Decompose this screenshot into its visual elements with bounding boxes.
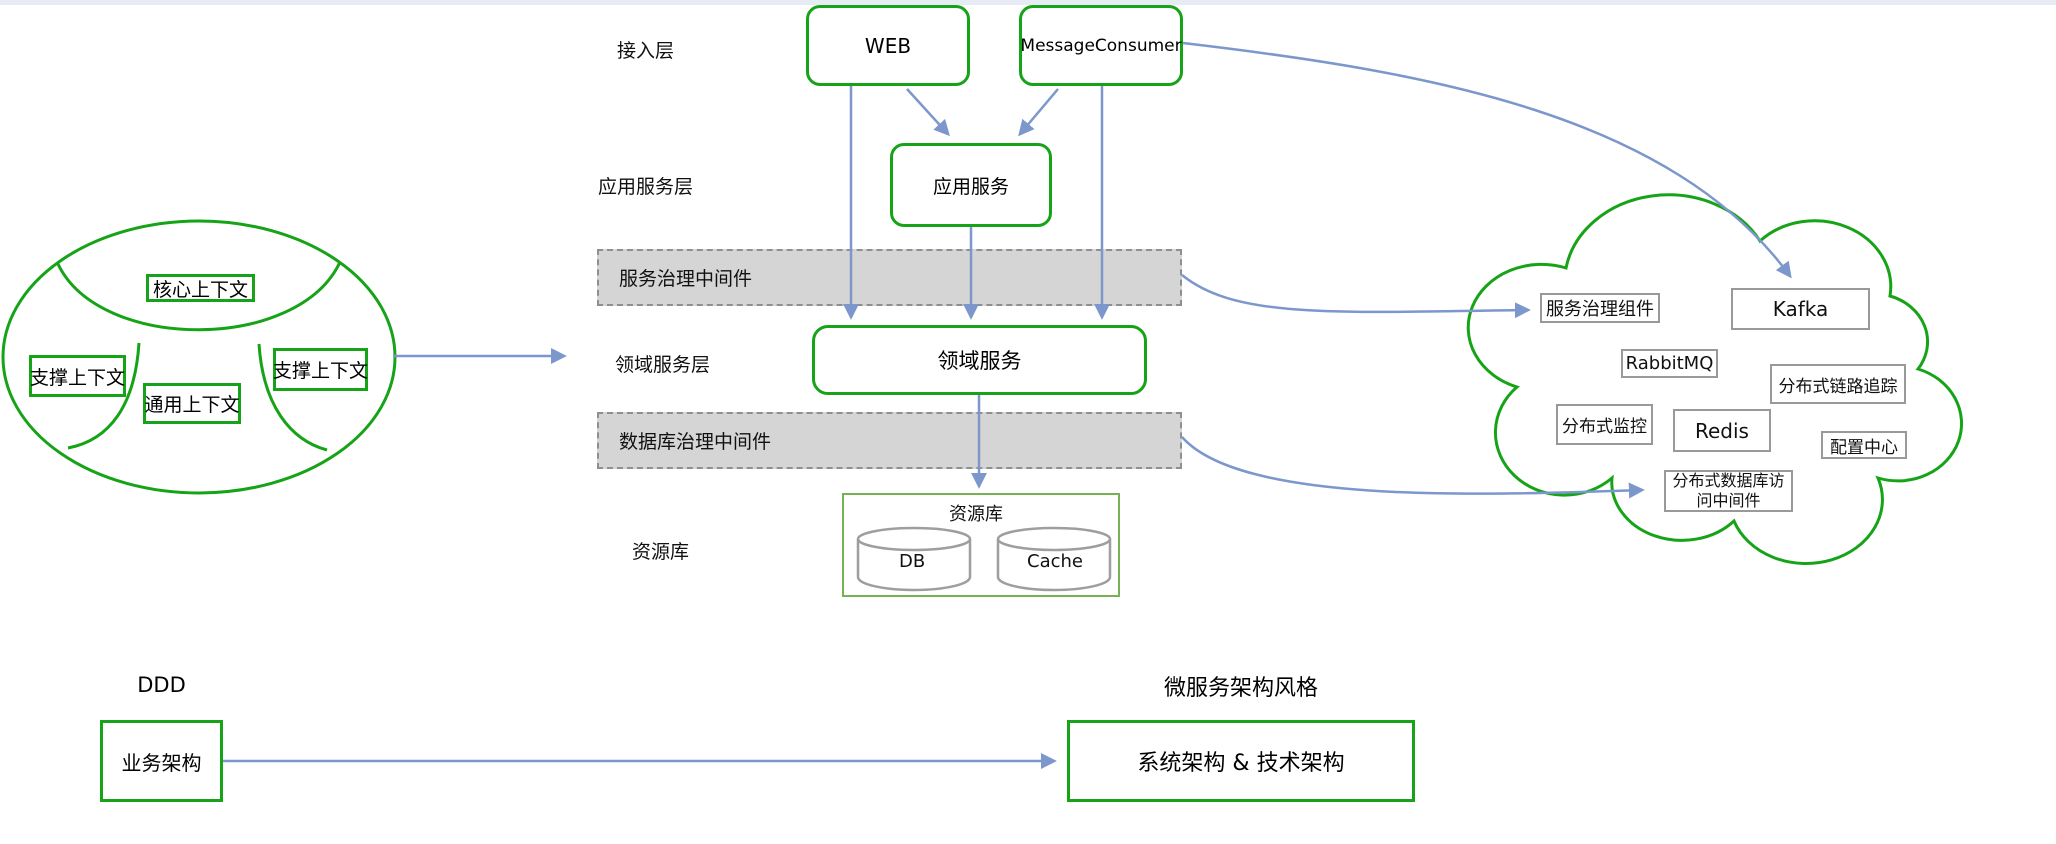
connectors [223, 41, 1792, 770]
node-message-consumer: MessageConsumer [1019, 5, 1183, 86]
node-application-service: 应用服务 [890, 143, 1052, 227]
cloud-item-monitoring: 分布式监控 [1556, 404, 1653, 445]
ddd-label: DDD [137, 673, 186, 697]
microservice-style-label: 微服务架构风格 [1163, 676, 1318, 701]
layer-label-application: 应用服务层 [598, 176, 694, 198]
node-web: WEB [806, 5, 970, 86]
node-domain-service: 领域服务 [812, 325, 1147, 395]
context-support-left: 支撑上下文 [29, 355, 126, 397]
cloud-item-kafka: Kafka [1731, 288, 1870, 330]
cache-label: Cache [1027, 551, 1083, 572]
context-map-ellipse [1, 219, 397, 495]
arrow-dbmw-to-db-access-middleware [1181, 436, 1645, 499]
bar-service-governance-middleware: 服务治理中间件 [597, 249, 1182, 306]
context-map-top-arc [56, 261, 342, 332]
window-top-strip [0, 0, 2056, 5]
system-tech-architecture-box: 系统架构 & 技术架构 [1067, 720, 1415, 802]
cloud-item-distributed-db-access: 分布式数据库访问中间件 [1664, 470, 1793, 512]
cloud-item-service-governance: 服务治理组件 [1540, 293, 1660, 323]
layer-label-access: 接入层 [617, 40, 675, 62]
layer-label-domain: 领域服务层 [615, 354, 711, 376]
cloud-item-redis: Redis [1673, 409, 1771, 452]
context-map-left-arc [67, 342, 141, 450]
bar-service-governance-label: 服务治理中间件 [619, 268, 753, 290]
cloud-item-rabbitmq: RabbitMQ [1621, 349, 1718, 378]
cloud-item-tracing: 分布式链路追踪 [1770, 364, 1906, 404]
db-cylinder [856, 526, 972, 592]
middleware-cloud-shape [1466, 193, 1964, 566]
layer-label-repository: 资源库 [632, 541, 690, 563]
context-core: 核心上下文 [146, 274, 255, 302]
arrow-consumer-to-app-service [1018, 88, 1059, 137]
cache-cylinder [996, 526, 1112, 592]
arrow-consumer-to-kafka [1182, 41, 1792, 279]
arrow-servicemw-to-governance-component [1181, 274, 1531, 319]
context-generic: 通用上下文 [143, 383, 241, 424]
context-map-right-arc [257, 343, 328, 452]
repository-title: 资源库 [949, 504, 1003, 525]
cloud-item-config-center: 配置中心 [1821, 431, 1907, 459]
context-support-right: 支撑上下文 [273, 348, 368, 391]
bar-database-governance-middleware: 数据库治理中间件 [597, 412, 1182, 469]
db-label: DB [899, 551, 926, 572]
arrow-web-to-app-service [906, 88, 950, 137]
bar-database-governance-label: 数据库治理中间件 [619, 431, 772, 453]
business-architecture-box: 业务架构 [100, 720, 223, 802]
